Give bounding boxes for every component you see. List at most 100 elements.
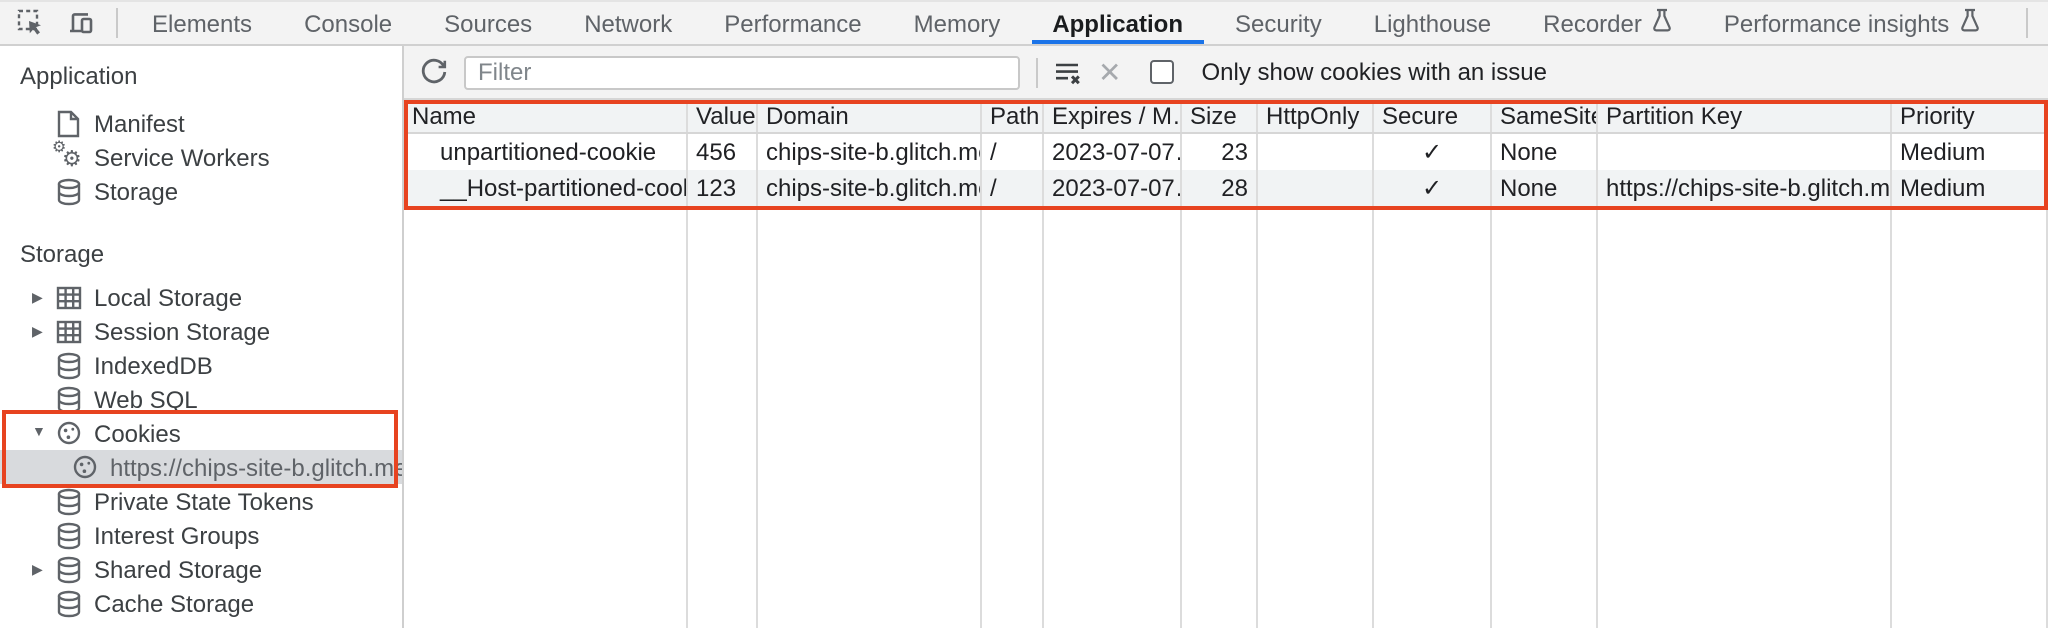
cell-name[interactable]: unpartitioned-cookie bbox=[404, 134, 688, 170]
sidebar-item-indexeddb[interactable]: IndexedDB bbox=[0, 348, 402, 382]
cell-secure-checkmark[interactable]: ✓ bbox=[1374, 134, 1492, 170]
filter-input[interactable] bbox=[464, 55, 1020, 89]
active-tab-underline bbox=[1032, 40, 1203, 44]
column-header-secure[interactable]: Secure bbox=[1374, 100, 1492, 132]
column-header-name[interactable]: Name bbox=[404, 100, 688, 132]
cell-name[interactable]: __Host-partitioned-cookie bbox=[404, 170, 688, 206]
column-header-size[interactable]: Size bbox=[1182, 100, 1258, 132]
cell-value[interactable]: 123 bbox=[688, 170, 758, 206]
sidebar-item-session-storage[interactable]: ▶ Session Storage bbox=[0, 314, 402, 348]
column-header-samesite[interactable]: SameSite bbox=[1492, 100, 1598, 132]
column-header-domain[interactable]: Domain bbox=[758, 100, 982, 132]
sidebar-item-storage[interactable]: Storage bbox=[0, 174, 402, 208]
cookie-table: Name Value Domain Path Expires / M… Size… bbox=[404, 100, 2048, 628]
toolbar-divider bbox=[116, 8, 118, 38]
cell-partition-key[interactable] bbox=[1598, 134, 1892, 170]
sidebar-item-cache-storage[interactable]: Cache Storage bbox=[0, 586, 402, 620]
sidebar-item-web-sql[interactable]: Web SQL bbox=[0, 382, 402, 416]
cell-domain[interactable]: chips-site-b.glitch.me bbox=[758, 170, 982, 206]
table-grid-filler bbox=[404, 206, 2048, 628]
column-header-priority[interactable]: Priority bbox=[1892, 100, 2048, 132]
cell-size[interactable]: 28 bbox=[1182, 170, 1258, 206]
database-icon bbox=[54, 487, 82, 515]
expander-collapsed-icon[interactable]: ▶ bbox=[32, 325, 43, 339]
tab-label: Security bbox=[1235, 9, 1322, 37]
sidebar-section-application: Application bbox=[20, 62, 138, 90]
flask-icon bbox=[1959, 8, 1979, 38]
cookie-row-unpartitioned[interactable]: unpartitioned-cookie 456 chips-site-b.gl… bbox=[404, 134, 2048, 170]
database-icon bbox=[54, 351, 82, 379]
toolbar-divider bbox=[1036, 57, 1038, 87]
cell-expires[interactable]: 2023-07-07… bbox=[1044, 134, 1182, 170]
tab-label: Performance insights bbox=[1723, 9, 1950, 37]
clear-filter-icon[interactable] bbox=[1054, 59, 1082, 85]
refresh-icon[interactable] bbox=[420, 58, 448, 86]
sidebar-item-service-workers[interactable]: ⚙ ⚙ Service Workers bbox=[0, 137, 402, 174]
sidebar-item-label: Service Workers bbox=[94, 143, 270, 171]
sidebar-item-interest-groups[interactable]: Interest Groups bbox=[0, 518, 402, 552]
cell-size[interactable]: 23 bbox=[1182, 134, 1258, 170]
cell-samesite[interactable]: None bbox=[1492, 134, 1598, 170]
sidebar-item-private-state-tokens[interactable]: Private State Tokens bbox=[0, 484, 402, 518]
cell-httponly[interactable] bbox=[1258, 134, 1374, 170]
column-header-httponly[interactable]: HttpOnly bbox=[1258, 100, 1374, 132]
application-sidebar: Application Manifest ⚙ ⚙ bbox=[0, 46, 404, 628]
sidebar-item-label: Storage bbox=[94, 177, 179, 205]
tab-label: Network bbox=[584, 9, 673, 37]
sidebar-section-storage: Storage bbox=[20, 240, 105, 268]
tab-network[interactable]: Network bbox=[558, 2, 698, 44]
devtools-tabbar: Elements Console Sources Network Perform… bbox=[0, 0, 2048, 46]
cell-httponly[interactable] bbox=[1258, 170, 1374, 206]
cell-domain[interactable]: chips-site-b.glitch.me bbox=[758, 134, 982, 170]
cell-priority[interactable]: Medium bbox=[1892, 134, 2048, 170]
cell-samesite[interactable]: None bbox=[1492, 170, 1598, 206]
sidebar-item-shared-storage[interactable]: ▶ Shared Storage bbox=[0, 552, 402, 586]
inspect-element-icon[interactable] bbox=[16, 8, 46, 38]
only-issues-checkbox[interactable] bbox=[1149, 60, 1174, 84]
column-header-path[interactable]: Path bbox=[982, 100, 1044, 132]
cell-secure-checkmark[interactable]: ✓ bbox=[1374, 170, 1492, 206]
sidebar-item-label: IndexedDB bbox=[94, 351, 213, 379]
tab-console[interactable]: Console bbox=[278, 2, 418, 44]
gears-icon: ⚙ ⚙ bbox=[52, 137, 82, 171]
cookie-row-host-partitioned[interactable]: __Host-partitioned-cookie 123 chips-site… bbox=[404, 170, 2048, 206]
sidebar-item-local-storage[interactable]: ▶ Local Storage bbox=[0, 280, 402, 314]
cell-path[interactable]: / bbox=[982, 170, 1044, 206]
tab-lighthouse[interactable]: Lighthouse bbox=[1348, 2, 1517, 44]
flask-icon bbox=[1652, 8, 1672, 38]
tab-elements[interactable]: Elements bbox=[126, 2, 278, 44]
cell-value[interactable]: 456 bbox=[688, 134, 758, 170]
cell-priority[interactable]: Medium bbox=[1892, 170, 2048, 206]
table-icon bbox=[54, 283, 82, 311]
only-issues-checkbox-label: Only show cookies with an issue bbox=[1201, 58, 1547, 86]
column-header-value[interactable]: Value bbox=[688, 100, 758, 132]
column-header-expires[interactable]: Expires / M… bbox=[1044, 100, 1182, 132]
application-section-items: Manifest ⚙ ⚙ Service Workers bbox=[0, 106, 402, 208]
tab-label: Recorder bbox=[1543, 9, 1642, 37]
expander-expanded-icon[interactable]: ▼ bbox=[32, 426, 46, 440]
tab-security[interactable]: Security bbox=[1209, 2, 1348, 44]
database-icon bbox=[54, 521, 82, 549]
database-icon bbox=[54, 177, 82, 205]
delete-selected-icon[interactable]: ✕ bbox=[1098, 56, 1122, 88]
sidebar-item-manifest[interactable]: Manifest bbox=[0, 106, 402, 140]
expander-collapsed-icon[interactable]: ▶ bbox=[32, 563, 43, 577]
tab-recorder[interactable]: Recorder bbox=[1517, 2, 1698, 44]
tab-memory[interactable]: Memory bbox=[888, 2, 1027, 44]
tab-performance-insights[interactable]: Performance insights bbox=[1698, 2, 2005, 44]
cookies-tree-group: ▼ Cookies bbox=[0, 410, 402, 488]
sidebar-item-cookies[interactable]: ▼ Cookies bbox=[0, 416, 402, 450]
cell-path[interactable]: / bbox=[982, 134, 1044, 170]
tab-performance[interactable]: Performance bbox=[698, 2, 887, 44]
tab-sources[interactable]: Sources bbox=[418, 2, 558, 44]
device-toolbar-icon[interactable] bbox=[66, 8, 96, 38]
cell-partition-key[interactable]: https://chips-site-b.glitch.me bbox=[1598, 170, 1892, 206]
tab-application[interactable]: Application bbox=[1026, 2, 1209, 44]
cell-expires[interactable]: 2023-07-07… bbox=[1044, 170, 1182, 206]
application-panel: Application Manifest ⚙ ⚙ bbox=[0, 46, 2048, 628]
sidebar-item-cookie-origin[interactable]: https://chips-site-b.glitch.me bbox=[0, 450, 402, 484]
column-header-partition-key[interactable]: Partition Key bbox=[1598, 100, 1892, 132]
expander-collapsed-icon[interactable]: ▶ bbox=[32, 291, 43, 305]
cookies-toolbar: ✕ Only show cookies with an issue bbox=[404, 46, 2048, 100]
